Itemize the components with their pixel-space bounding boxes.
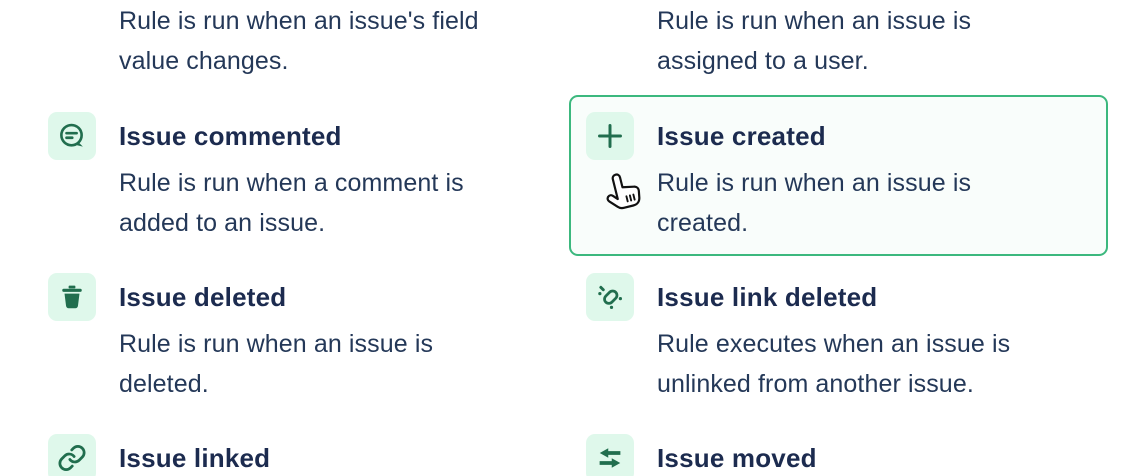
trigger-card-issue-deleted[interactable]: Issue deleted Rule is run when an issue … <box>31 256 570 417</box>
trigger-description: Rule is run when an issue is deleted. <box>119 330 434 398</box>
arrows-left-right-icon <box>586 434 634 476</box>
trigger-title: Issue moved <box>657 442 817 473</box>
trigger-title: Issue commented <box>119 120 342 151</box>
trigger-description: Rule is run when an issue is assigned to… <box>657 7 972 75</box>
broken-link-icon <box>586 273 634 321</box>
trigger-title: Issue deleted <box>119 281 287 312</box>
trigger-card-issue-moved[interactable]: Issue moved <box>569 417 1108 476</box>
trigger-title: Issue created <box>657 120 826 151</box>
trigger-title: Issue linked <box>119 442 271 473</box>
trigger-card-issue-created[interactable]: Issue created Rule is run when an issue … <box>569 95 1108 256</box>
trigger-title: Issue link deleted <box>657 281 878 312</box>
trigger-card-issue-link-deleted[interactable]: Issue link deleted Rule executes when an… <box>569 256 1108 417</box>
trigger-description: Rule is run when a comment is added to a… <box>119 169 464 237</box>
trigger-card-top-left-partial[interactable]: Rule is run when an issue's field value … <box>31 0 570 94</box>
trigger-card-issue-linked[interactable]: Issue linked <box>31 417 570 476</box>
trigger-card-top-right-partial[interactable]: Rule is run when an issue is assigned to… <box>569 0 1108 94</box>
trigger-card-issue-commented[interactable]: Issue commented Rule is run when a comme… <box>31 95 570 256</box>
trigger-description: Rule is run when an issue is created. <box>657 169 972 237</box>
trash-icon <box>48 273 96 321</box>
trigger-description: Rule executes when an issue is unlinked … <box>657 330 1011 398</box>
plus-icon <box>586 112 634 160</box>
comment-icon <box>48 112 96 160</box>
trigger-description: Rule is run when an issue's field value … <box>119 7 479 75</box>
link-icon <box>48 434 96 476</box>
